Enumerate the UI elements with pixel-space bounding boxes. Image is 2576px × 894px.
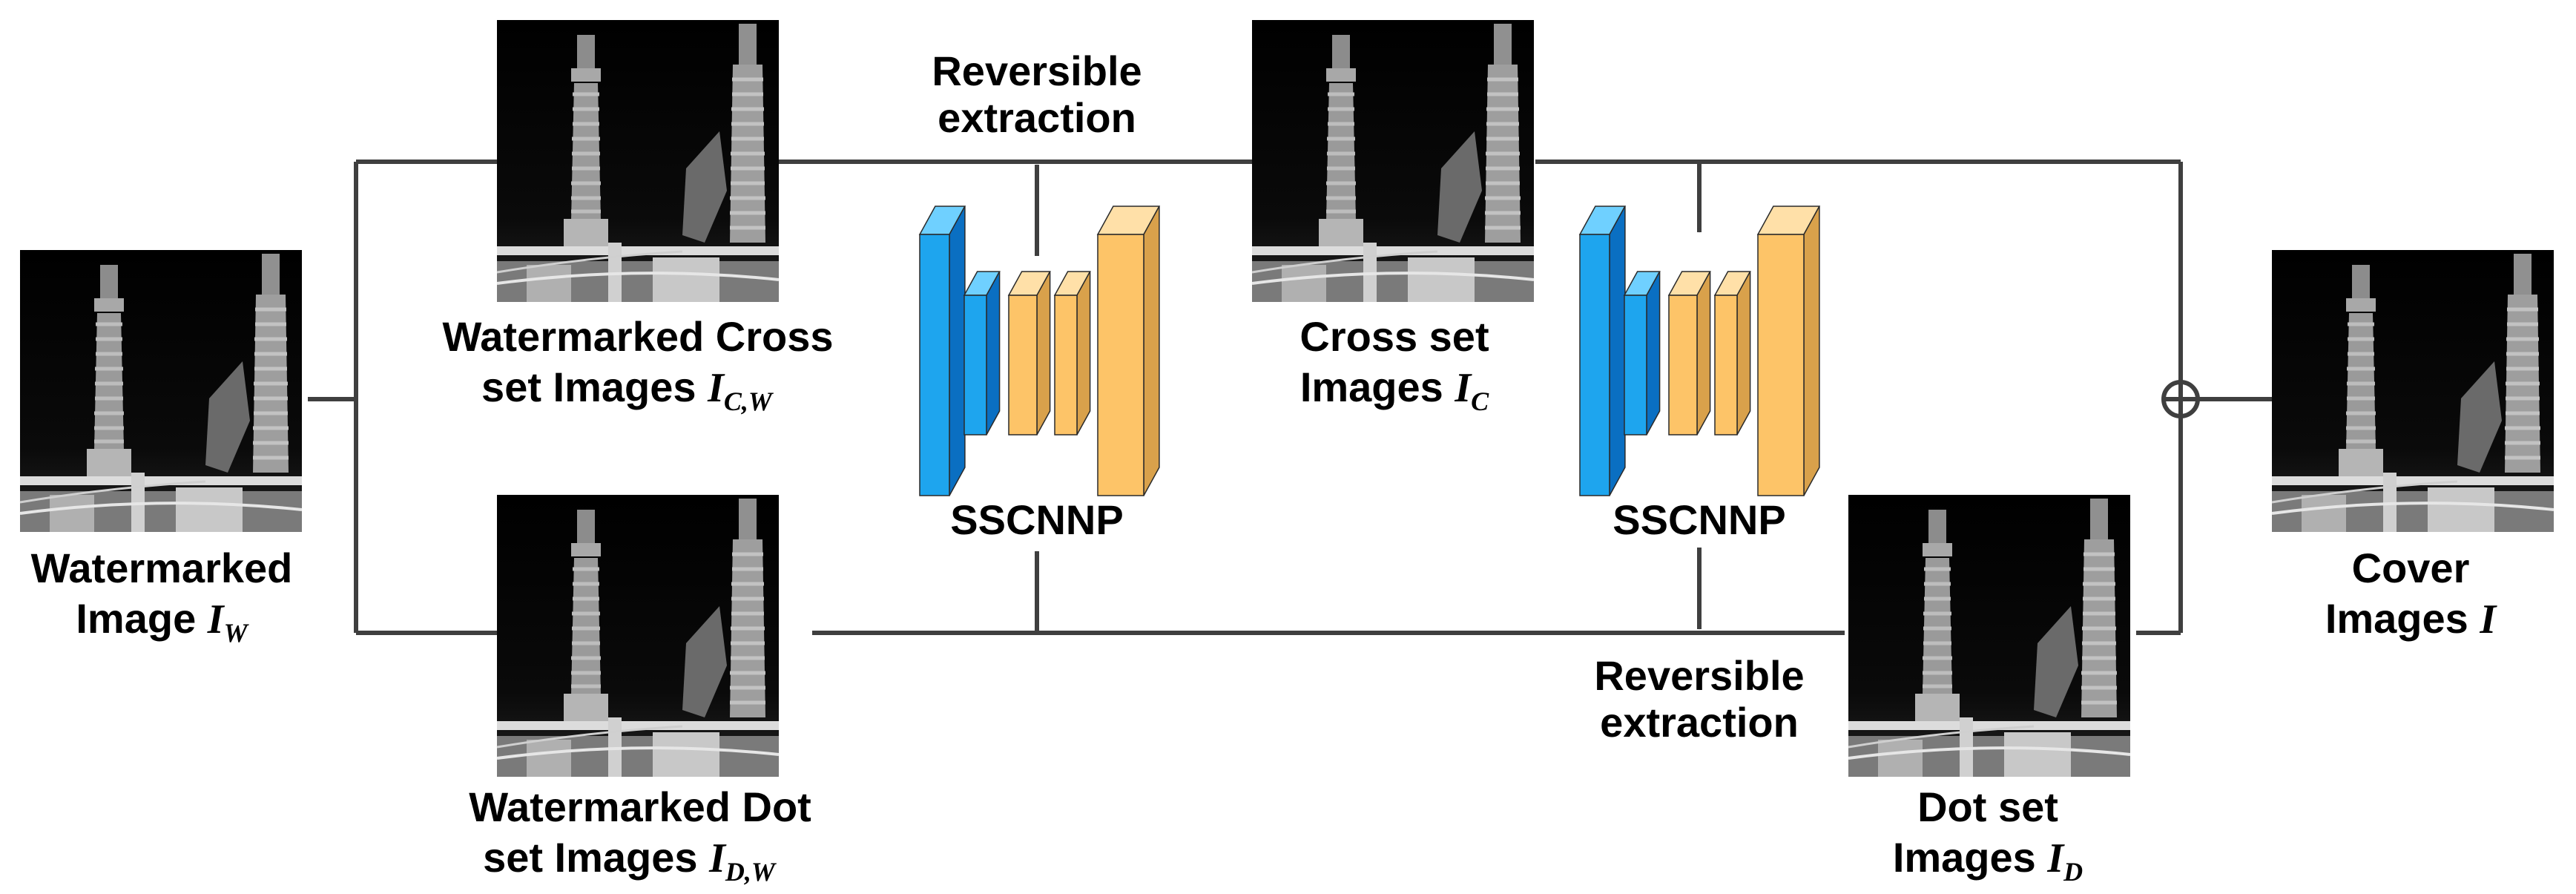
label-line2-group: Images ID	[1893, 834, 2083, 887]
label-line1: Watermarked Cross	[442, 313, 833, 360]
network-layer-block	[1007, 271, 1051, 436]
label-line1: Cover	[2352, 545, 2470, 591]
network-layer-block	[1096, 206, 1161, 496]
image-thumbnail	[1848, 495, 2130, 777]
cross-image	[1252, 20, 1534, 302]
network-layer-block	[1623, 271, 1661, 436]
label-line2-group: Image IW	[76, 595, 249, 648]
network-label: SSCNNP	[1613, 496, 1785, 543]
watermarked-dot-image	[497, 495, 779, 777]
network-layer-block	[1756, 206, 1821, 496]
image-thumbnail	[20, 250, 302, 532]
network-layer-block	[1667, 271, 1711, 436]
label-line2-group: Images IC	[1300, 364, 1489, 416]
dot-image	[1848, 495, 2130, 777]
label-line2-group: set Images ID,W	[483, 834, 777, 887]
network-diagram	[918, 206, 1161, 496]
label-line1: Dot set	[1917, 783, 2058, 830]
connectors	[308, 160, 2273, 635]
network-layer-block	[963, 271, 1001, 436]
image-thumbnail	[497, 495, 779, 777]
image-thumbnail	[2272, 250, 2554, 532]
watermarked-image	[20, 250, 302, 532]
network-layer-block	[918, 206, 966, 496]
label-line2-group: set Images IC,W	[481, 364, 774, 416]
network-diagram	[1578, 206, 1821, 496]
operation-label-line2: extraction	[938, 94, 1136, 141]
network-layer-block	[1713, 271, 1751, 436]
circle-plus-icon	[2161, 380, 2200, 418]
network-layer-block	[1578, 206, 1627, 496]
label-line1: Watermarked	[31, 545, 293, 591]
label-line2-group: Images I	[2325, 595, 2498, 642]
operation-label-line1: Reversible	[1594, 652, 1804, 699]
label-line1: Watermarked Dot	[469, 783, 811, 830]
network-label: SSCNNP	[950, 496, 1123, 543]
label-line1: Cross set	[1299, 313, 1489, 360]
image-thumbnail	[497, 20, 779, 302]
operation-label-line2: extraction	[1600, 699, 1799, 746]
watermarked-cross-image	[497, 20, 779, 302]
cover-image	[2272, 250, 2554, 532]
network-layer-block	[1053, 271, 1091, 436]
image-thumbnail	[1252, 20, 1534, 302]
operation-label-line1: Reversible	[932, 47, 1142, 94]
